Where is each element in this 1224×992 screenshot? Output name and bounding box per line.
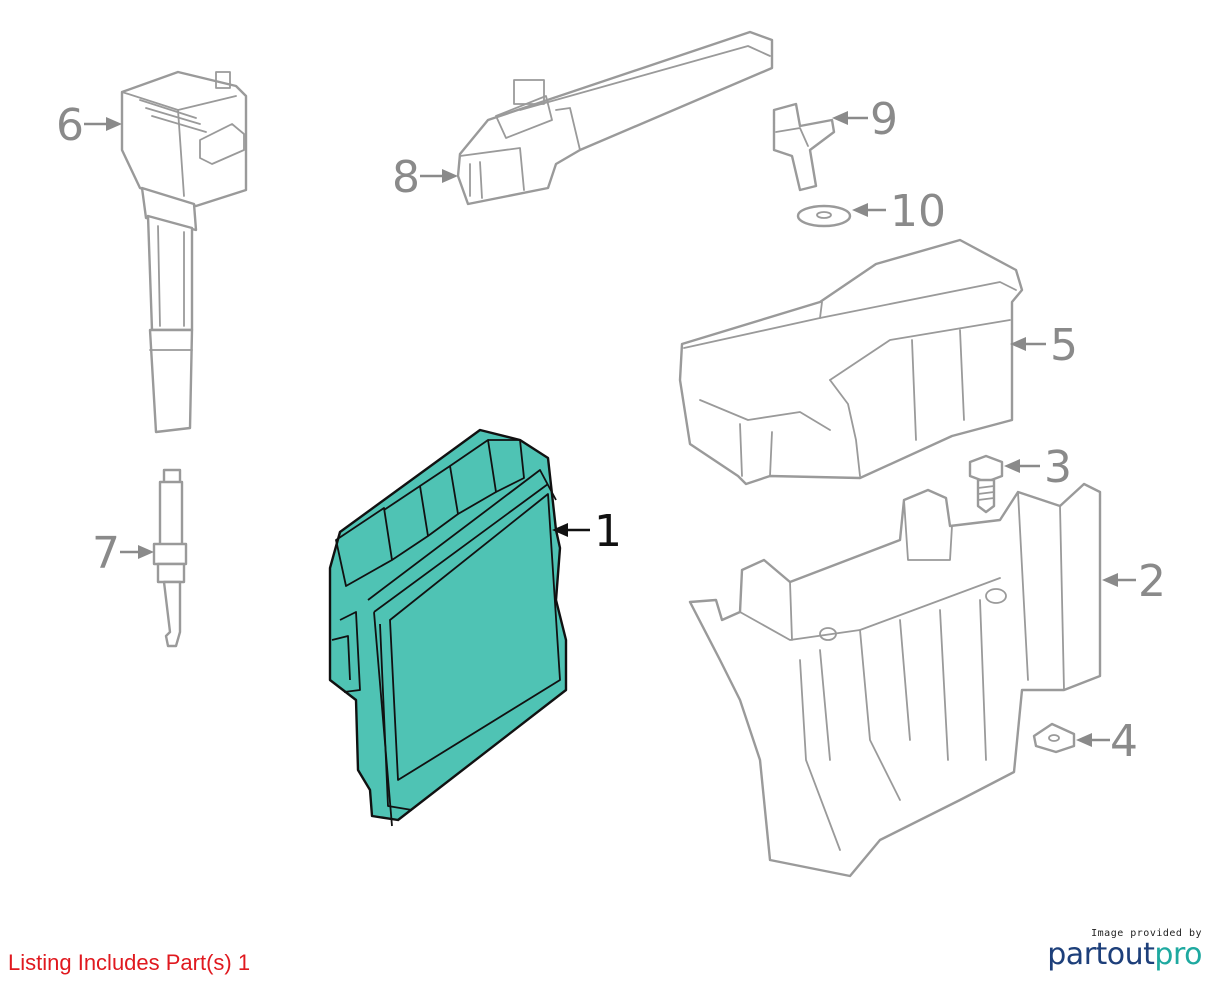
callout-2-label: 2 [1138, 556, 1166, 607]
callout-6-label: 6 [56, 100, 84, 151]
callout-10[interactable]: 10 [852, 186, 946, 237]
part-10-washer[interactable] [796, 204, 852, 228]
listing-includes-note: Listing Includes Part(s) 1 [8, 950, 251, 975]
callout-2[interactable]: 2 [1102, 556, 1166, 607]
credit-caption: Image provided by [1091, 928, 1202, 939]
part-8-sensor-bracket[interactable] [456, 30, 774, 206]
callout-5[interactable]: 5 [1010, 320, 1078, 371]
partoutpro-logo[interactable]: partoutpro [1047, 939, 1202, 971]
part-3-bolt[interactable] [968, 454, 1004, 514]
callout-6[interactable]: 6 [56, 100, 122, 151]
callout-8[interactable]: 8 [392, 152, 458, 203]
part-1-engine-control-module[interactable] [328, 428, 568, 827]
callout-1-label: 1 [594, 506, 622, 557]
callout-9[interactable]: 9 [832, 94, 898, 145]
callout-4-label: 4 [1110, 716, 1138, 767]
part-4-clip-nut[interactable] [1032, 722, 1076, 754]
part-5-box-cover[interactable] [678, 238, 1024, 486]
callout-7[interactable]: 7 [92, 528, 154, 579]
image-credit: Image provided by partoutpro [1047, 928, 1202, 971]
part-6-ignition-coil[interactable] [120, 70, 248, 434]
ecu-body [328, 428, 568, 822]
callout-9-label: 9 [870, 94, 898, 145]
callout-3-label: 3 [1044, 442, 1072, 493]
logo-text-part1: partout [1047, 937, 1155, 972]
callout-5-label: 5 [1050, 320, 1078, 371]
callout-3[interactable]: 3 [1004, 442, 1072, 493]
callout-1[interactable]: 1 [552, 506, 622, 557]
logo-text-part2: pro [1154, 937, 1202, 972]
callout-4[interactable]: 4 [1076, 716, 1138, 767]
callout-8-label: 8 [392, 152, 420, 203]
part-9-position-sensor[interactable] [772, 102, 836, 192]
part-7-spark-plug[interactable] [152, 468, 188, 648]
part-2-box-base[interactable] [688, 482, 1102, 878]
callout-10-label: 10 [890, 186, 946, 237]
callout-7-label: 7 [92, 528, 120, 579]
